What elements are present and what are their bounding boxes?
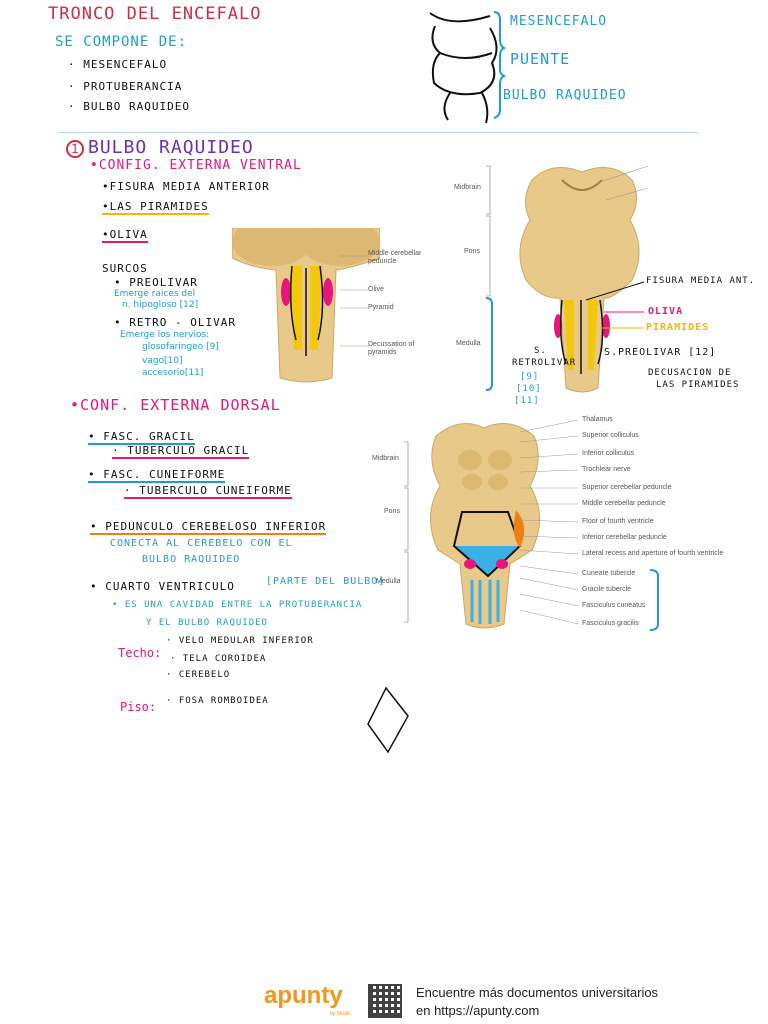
surco-retro: • Retro - Olivar: [114, 316, 236, 329]
figure-ventral-medulla: [232, 228, 380, 384]
footer-brand-sub: by Studit: [330, 1011, 350, 1017]
retro-note-1: Emerge los nervios:: [120, 330, 210, 340]
conecta-2: bulbo raquideo: [142, 554, 241, 565]
header-item-bulbo: · Bulbo raquideo: [68, 100, 190, 113]
sketch-label-mesencefalo: Mesencefalo: [510, 14, 608, 29]
fig2-decusacion-2: las piramides: [656, 380, 740, 390]
fig2-level-pons: Pons: [464, 248, 480, 255]
header-item-mesencefalo: · Mesencefalo: [68, 58, 168, 71]
fig3-label-gracile-tubercle: Gracile tubercle: [582, 586, 632, 593]
fig3-level-pons: Pons: [384, 508, 400, 515]
brainstem-sketch: [429, 12, 498, 124]
piso-label: Piso:: [120, 700, 157, 714]
fig1-label-decussation: Decussation of pyramids: [368, 341, 415, 356]
fig3-label-cuneate-tubercle: Cuneate tubercle: [582, 570, 636, 577]
fig2-preolivar-label: S.Preolivar [12]: [604, 347, 717, 358]
sketch-label-bulbo: Bulbo raquideo: [503, 88, 627, 103]
fig2-fisura-label: Fisura media ant.: [646, 276, 756, 286]
footer-brand[interactable]: apunty: [264, 982, 343, 1009]
header-item-protuberancia: · Protuberancia: [68, 80, 183, 93]
cuarto-ventriculo-bracket: [parte del bulbo]: [266, 576, 386, 587]
ventral-title: •Config. externa ventral: [90, 158, 302, 173]
fig3-label-lateral-recess: Lateral recess and aperture of fourth ve…: [582, 550, 724, 557]
retro-note-3: vago[10]: [142, 356, 183, 366]
retro-note-4: accesorio[11]: [142, 368, 204, 378]
footer-link[interactable]: en https://apunty.com: [416, 1003, 540, 1018]
fig1-label-olive: Olive: [368, 286, 384, 293]
fig1-label-pyramid: Pyramid: [368, 304, 394, 311]
fig3-label-scp: Superior cerebellar peduncle: [582, 484, 672, 491]
fig3-label-floor: Floor of fourth ventricle: [582, 518, 654, 525]
fig2-retro-1: S.: [534, 346, 547, 356]
fig3-label-fasciculus-gracilis: Fasciculus gracilis: [582, 620, 639, 627]
preolivar-note-2: n. hipogloso [12]: [122, 300, 199, 310]
fig2-nerve-9: [9]: [520, 372, 540, 382]
fig3-label-inferior-colliculus: Inferior colliculus: [582, 450, 635, 457]
conecta-1: Conecta al cerebelo con el: [110, 538, 293, 549]
section-title: Bulbo raquideo: [88, 137, 254, 158]
sketch-label-puente: Puente: [510, 50, 571, 68]
footer-line-1: Encuentre más documentos universitarios: [416, 985, 659, 1000]
piso-item: · Fosa romboidea: [166, 696, 269, 706]
dorsal-title: •Conf. externa dorsal: [70, 396, 281, 414]
tuberculo-gracil: · Tuberculo gracil: [112, 444, 250, 459]
tuberculo-cuneiforme: · Tuberculo cuneiforme: [124, 484, 292, 499]
cuarto-desc-2: y el bulbo raquideo: [146, 618, 268, 628]
pedunculo-cerebeloso: • Pedunculo cerebeloso inferior: [90, 520, 327, 535]
fig3-label-trochlear: Trochlear nerve: [582, 466, 631, 473]
fig2-annotation-lines: [585, 165, 649, 329]
fasc-gracil: • Fasc. gracil: [88, 430, 195, 445]
fig3-label-thalamus: Thalamus: [582, 416, 613, 423]
fig1-label-mcp: Middle cerebellar peduncle: [368, 250, 422, 265]
techo-item-tela: · tela coroidea: [170, 654, 267, 664]
qr-code-icon[interactable]: [368, 984, 402, 1018]
ventral-fisura: •Fisura media anterior: [102, 180, 270, 193]
fig2-retro-2: retrolivar: [512, 358, 577, 368]
section-number: 1: [66, 140, 84, 158]
fig3-leader-lines: [520, 419, 579, 625]
fig2-nerve-10: [10]: [516, 384, 542, 394]
ventral-piramides: •Las piramides: [102, 200, 209, 215]
rhomboid-sketch: [367, 686, 409, 754]
preolivar-note-1: Emerge raices del: [114, 289, 196, 299]
fig3-label-superior-colliculus: Superior colliculus: [582, 432, 639, 439]
surcos-heading: Surcos: [102, 262, 148, 275]
divider: [58, 132, 698, 133]
fig3-label-icp: Inferior cerebellar peduncle: [582, 534, 667, 541]
techo-item-cerebelo: · cerebelo: [166, 670, 231, 680]
fig3-label-mcp: Middle cerebellar peduncle: [582, 500, 666, 507]
fig2-level-midbrain: Midbrain: [454, 184, 481, 191]
cuarto-ventriculo-title: • Cuarto ventriculo: [90, 580, 235, 593]
fig2-piramides-label: Piramides: [646, 322, 710, 333]
fig3-blue-bracket: [649, 569, 659, 631]
fasc-cuneiforme: • Fasc. cuneiforme: [88, 468, 226, 483]
fig2-decusacion-1: Decusacion de: [648, 368, 732, 378]
retro-note-2: glosofaringeo [9]: [142, 342, 219, 352]
cuarto-desc-1: • Es una cavidad entre la protuberancia: [112, 600, 363, 610]
fig3-label-fasciculus-cuneatus: Fasciculus cuneatus: [582, 602, 646, 609]
techo-item-velo: · velo medular inferior: [166, 636, 314, 646]
page-title: Tronco del encefalo: [48, 4, 262, 24]
fig2-level-brackets: [485, 165, 493, 391]
fig3-level-midbrain: Midbrain: [372, 455, 399, 462]
fig3-level-brackets: [404, 441, 409, 623]
figure-dorsal-brainstem: [420, 416, 550, 632]
ventral-oliva: •Oliva: [102, 228, 148, 243]
subtitle: Se compone de:: [55, 34, 188, 50]
sketch-bracket-1: [493, 11, 506, 119]
fig2-level-medulla: Medulla: [456, 340, 481, 347]
fig1-leader-lines: [340, 255, 368, 347]
fig2-oliva-label: Oliva: [648, 306, 684, 317]
techo-label: Techo:: [118, 646, 162, 660]
figure-ventral-brainstem: [512, 160, 652, 400]
fig2-nerve-11: [11]: [514, 396, 540, 406]
fig3-level-medulla: Medulla: [376, 578, 401, 585]
surco-preolivar: • Preolivar: [114, 276, 198, 289]
